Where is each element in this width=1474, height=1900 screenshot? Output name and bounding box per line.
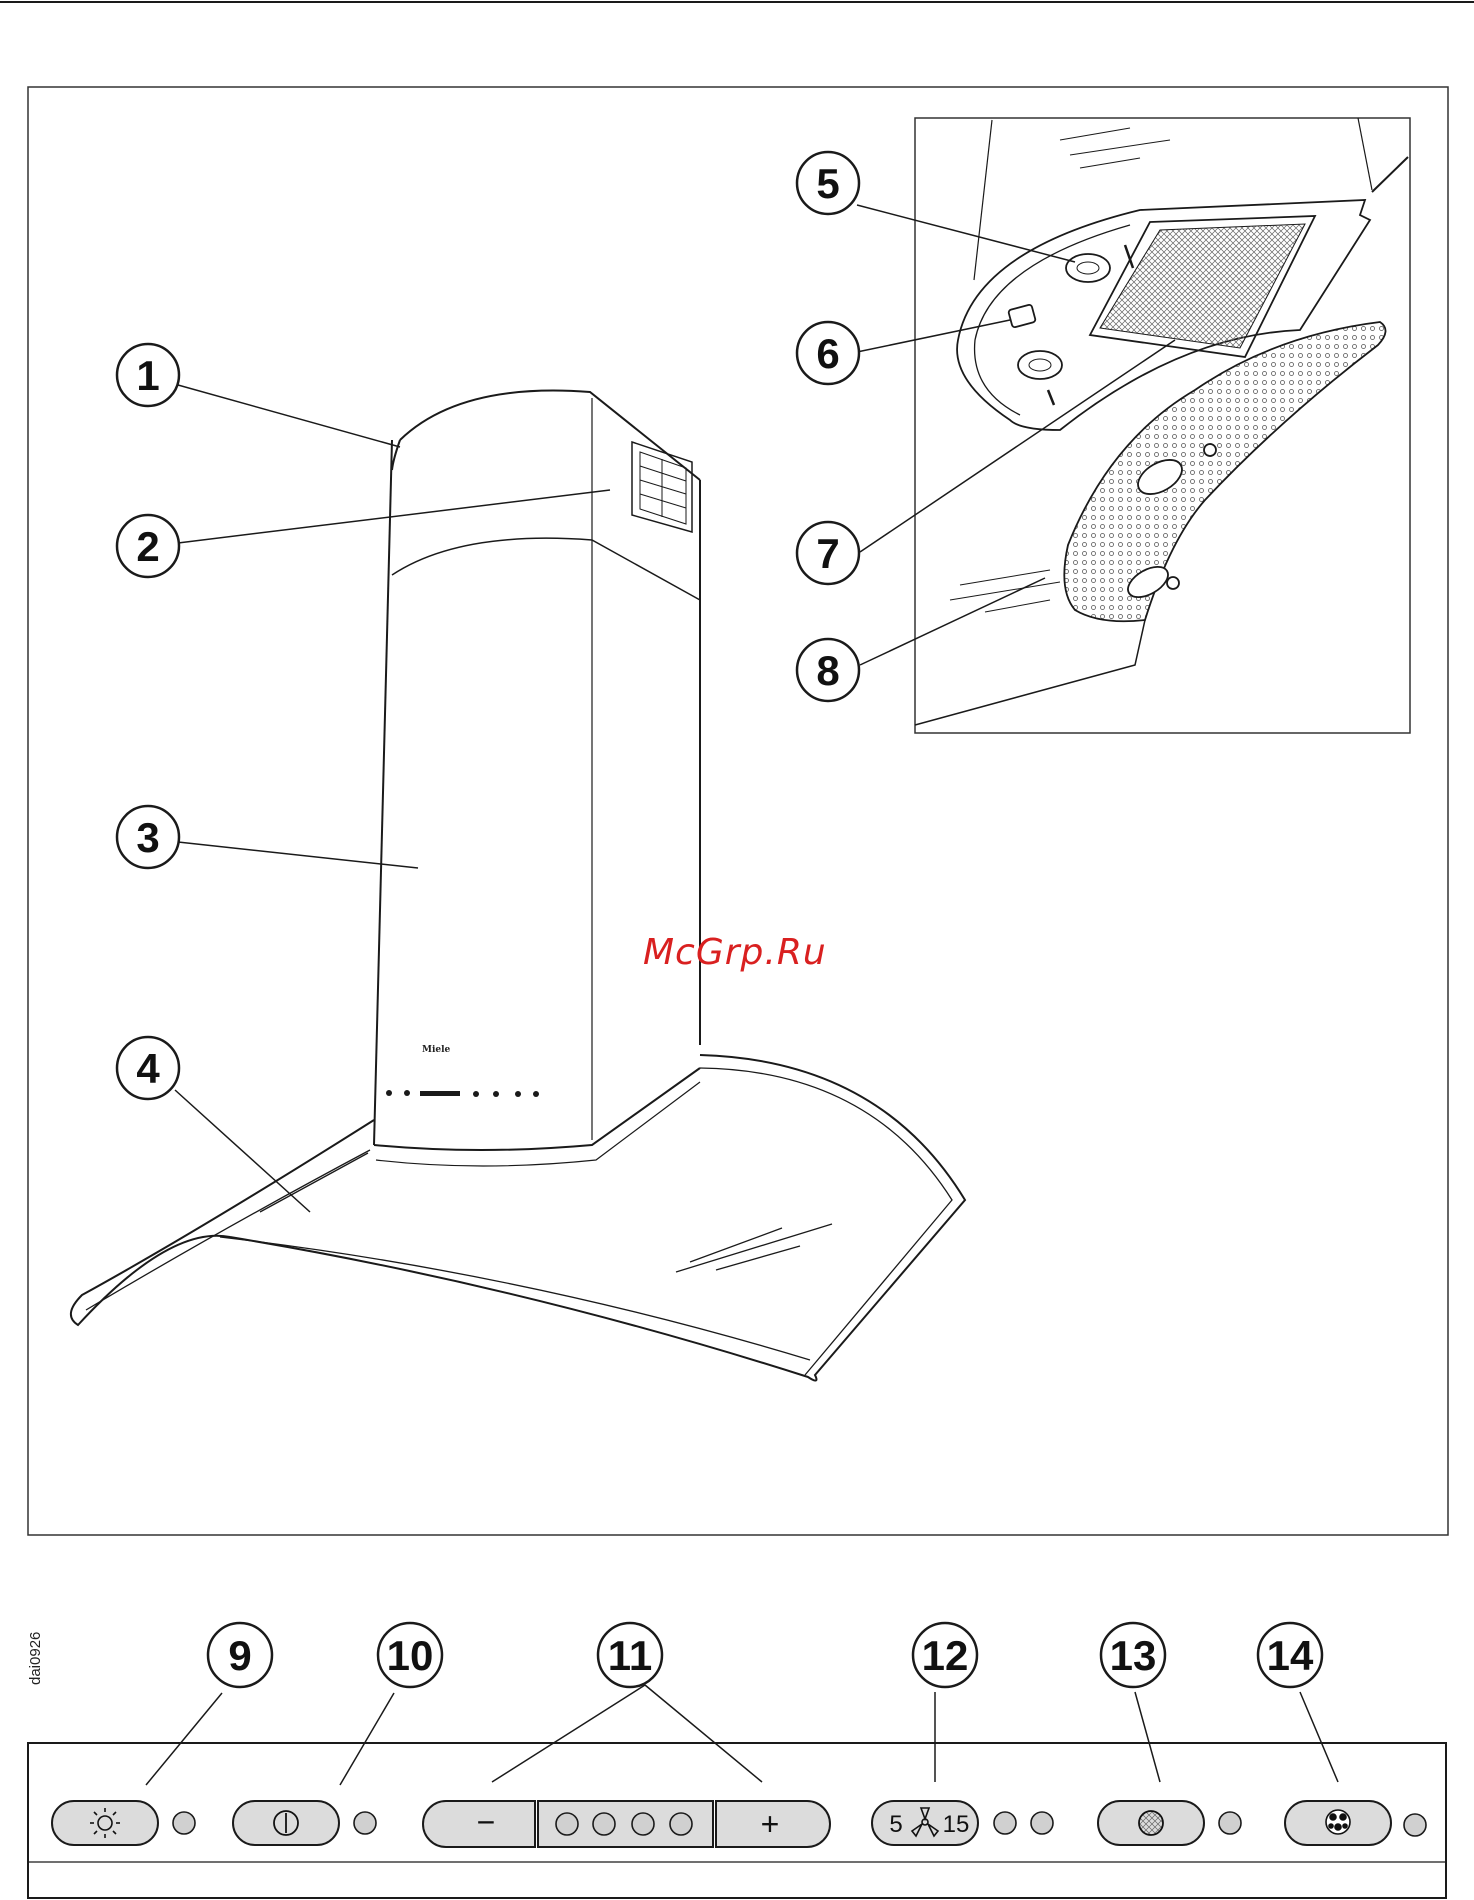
svg-text:8: 8 bbox=[816, 647, 839, 694]
leader-lines bbox=[175, 205, 1175, 1212]
svg-text:4: 4 bbox=[136, 1045, 160, 1092]
svg-text:6: 6 bbox=[816, 330, 839, 377]
svg-text:11: 11 bbox=[608, 1632, 652, 1679]
timer-left-label: 5 bbox=[889, 1811, 902, 1838]
power-led bbox=[354, 1812, 376, 1834]
chimney-left-edge bbox=[374, 440, 392, 1145]
glass-canopy bbox=[71, 1055, 965, 1381]
svg-text:12: 12 bbox=[922, 1632, 969, 1679]
callout-7: 7 bbox=[797, 522, 859, 584]
power-button[interactable] bbox=[233, 1801, 339, 1845]
plus-icon: + bbox=[761, 1806, 780, 1842]
callout-2: 2 bbox=[117, 515, 179, 577]
svg-text:5: 5 bbox=[816, 160, 839, 207]
level-led-4 bbox=[670, 1813, 692, 1835]
document-code: dai0926 bbox=[27, 1632, 44, 1685]
grease-filter-led bbox=[1219, 1812, 1241, 1834]
svg-text:13: 13 bbox=[1110, 1632, 1157, 1679]
odour-filter-icon bbox=[1326, 1810, 1350, 1834]
callout-12: 12 bbox=[913, 1623, 977, 1687]
minus-icon: − bbox=[477, 1804, 496, 1840]
chimney-seam bbox=[392, 538, 700, 600]
callout-6: 6 bbox=[797, 322, 859, 384]
lamp-switch bbox=[1008, 304, 1036, 328]
svg-text:7: 7 bbox=[816, 530, 839, 577]
svg-text:10: 10 bbox=[387, 1632, 434, 1679]
timer-led-5 bbox=[994, 1812, 1016, 1834]
vent-grille bbox=[632, 442, 692, 532]
lamp-bottom bbox=[1018, 351, 1062, 379]
callout-14: 14 bbox=[1258, 1623, 1322, 1687]
svg-text:9: 9 bbox=[228, 1632, 251, 1679]
odour-filter-button[interactable] bbox=[1285, 1801, 1391, 1845]
chimney-controls-strip bbox=[386, 1090, 539, 1097]
callout-10: 10 bbox=[378, 1623, 442, 1687]
odour-filter-led bbox=[1404, 1814, 1426, 1836]
light-led bbox=[173, 1812, 195, 1834]
fan-level-indicators bbox=[538, 1801, 713, 1847]
callout-8: 8 bbox=[797, 639, 859, 701]
callout-11: 11 bbox=[598, 1623, 662, 1687]
chimney-bottom bbox=[374, 1068, 700, 1150]
odour-filter-panel bbox=[1064, 322, 1385, 621]
callout-13: 13 bbox=[1101, 1623, 1165, 1687]
timer-right-label: 15 bbox=[943, 1811, 970, 1838]
callout-9: 9 bbox=[208, 1623, 272, 1687]
callout-3: 3 bbox=[117, 806, 179, 868]
grease-filter-icon bbox=[1139, 1811, 1163, 1835]
chimney-top bbox=[400, 391, 700, 480]
svg-text:2: 2 bbox=[136, 523, 159, 570]
timer-led-15 bbox=[1031, 1812, 1053, 1834]
level-led-1 bbox=[556, 1813, 578, 1835]
brand-label: Miele bbox=[422, 1045, 451, 1055]
svg-text:3: 3 bbox=[136, 814, 159, 861]
level-led-2 bbox=[593, 1813, 615, 1835]
level-led-3 bbox=[632, 1813, 654, 1835]
timer-button[interactable]: 5 15 bbox=[872, 1801, 978, 1845]
minus-button[interactable]: − bbox=[423, 1801, 535, 1847]
grease-filter-button[interactable] bbox=[1098, 1801, 1204, 1845]
svg-text:1: 1 bbox=[136, 352, 159, 399]
svg-text:14: 14 bbox=[1267, 1632, 1314, 1679]
callout-4: 4 bbox=[117, 1037, 179, 1099]
panel-leader-lines bbox=[146, 1685, 1338, 1785]
callout-1: 1 bbox=[117, 344, 179, 406]
lamp-top bbox=[1066, 254, 1110, 282]
detail-view bbox=[915, 118, 1408, 725]
light-button[interactable] bbox=[52, 1801, 158, 1845]
watermark: McGrp.Ru bbox=[643, 932, 827, 973]
plus-button[interactable]: + bbox=[716, 1801, 830, 1847]
callout-5: 5 bbox=[797, 152, 859, 214]
